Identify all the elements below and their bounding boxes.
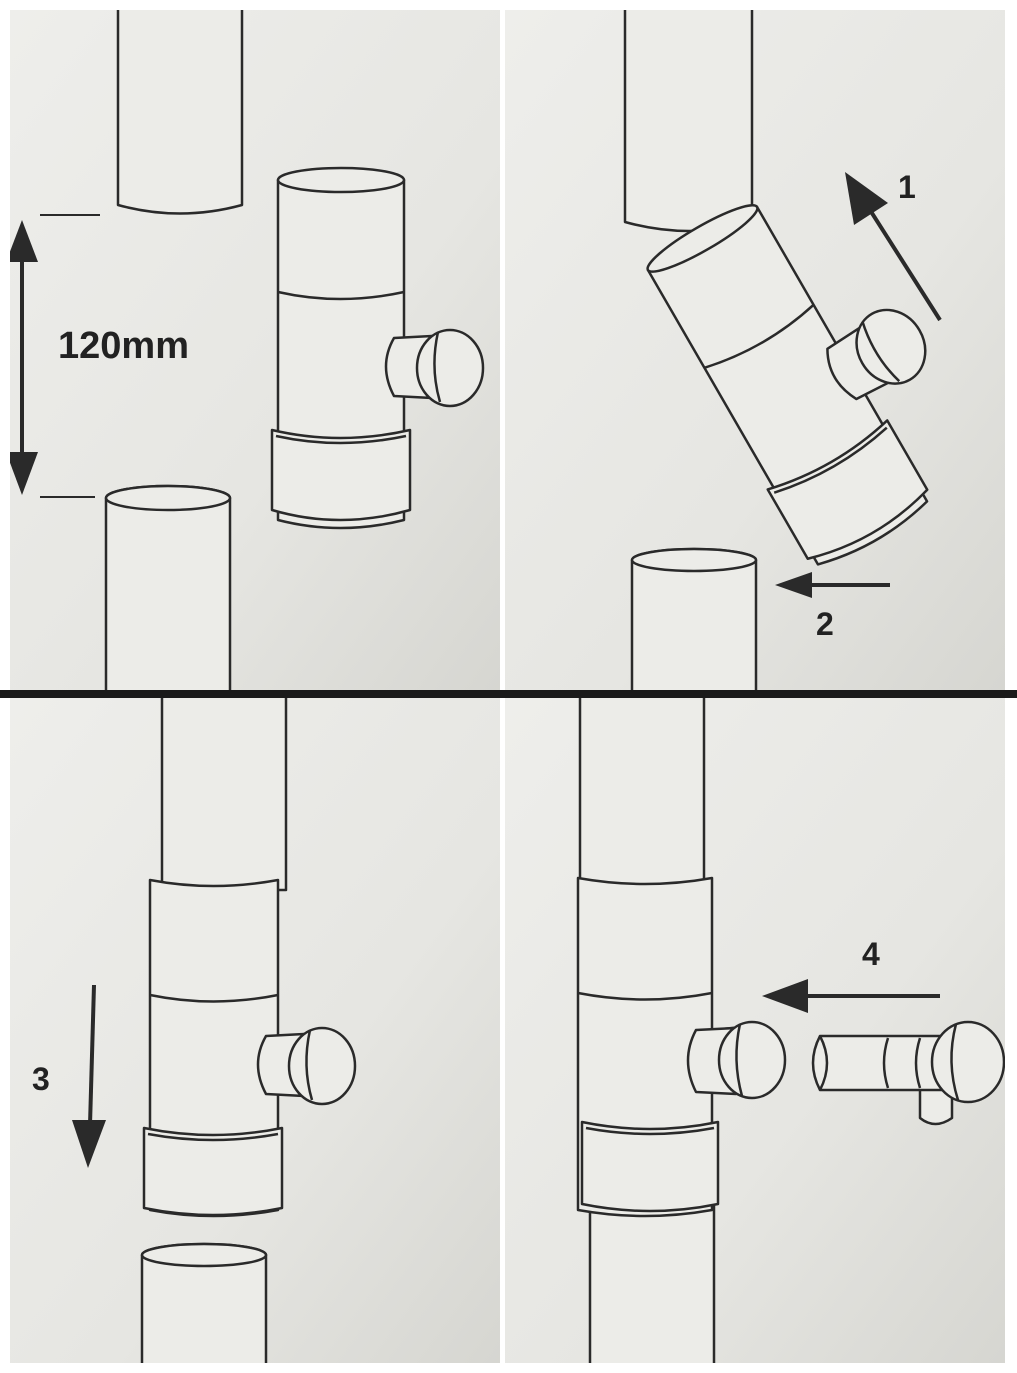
arrow-step-2 xyxy=(775,572,890,598)
upper-downpipe xyxy=(116,10,244,215)
panel-step-attach-tap: 4 xyxy=(505,698,1005,1363)
rain-collector xyxy=(270,166,485,530)
outlet-spout xyxy=(686,1020,787,1100)
upper-downpipe xyxy=(623,10,754,233)
vertical-divider-bottom xyxy=(500,698,505,1373)
arrow-step-1 xyxy=(845,172,942,322)
upper-downpipe xyxy=(578,698,706,892)
panel-step-lower: 3 xyxy=(10,698,500,1363)
lower-downpipe xyxy=(104,484,232,690)
arrow-step-4 xyxy=(762,979,940,1013)
outlet-spout xyxy=(826,308,927,401)
lower-downpipe-rim xyxy=(104,484,232,512)
rain-collector-tilted xyxy=(646,204,929,566)
upper-downpipe xyxy=(160,698,288,892)
lower-downpipe xyxy=(588,1198,716,1363)
rain-collector xyxy=(142,878,357,1218)
horizontal-divider xyxy=(0,690,1017,698)
step-number-1: 1 xyxy=(898,169,916,205)
dimension-label: 120mm xyxy=(58,325,189,367)
lower-downpipe-rim xyxy=(140,1242,268,1268)
step-number-4: 4 xyxy=(862,936,880,972)
dimension-marker xyxy=(10,214,100,498)
panel-step-measure: 120mm xyxy=(10,10,500,690)
lower-downpipe-rim xyxy=(630,547,758,573)
vertical-divider-top xyxy=(500,0,505,690)
panel-step-tilt-insert: 1 2 xyxy=(505,10,1005,690)
hose-tap-connector xyxy=(811,1020,1005,1126)
step-number-3: 3 xyxy=(32,1061,50,1097)
outlet-spout xyxy=(384,328,485,408)
outlet-spout xyxy=(256,1026,357,1106)
arrow-step-3 xyxy=(72,984,106,1168)
rain-collector xyxy=(576,876,787,1218)
step-number-2: 2 xyxy=(816,606,834,642)
